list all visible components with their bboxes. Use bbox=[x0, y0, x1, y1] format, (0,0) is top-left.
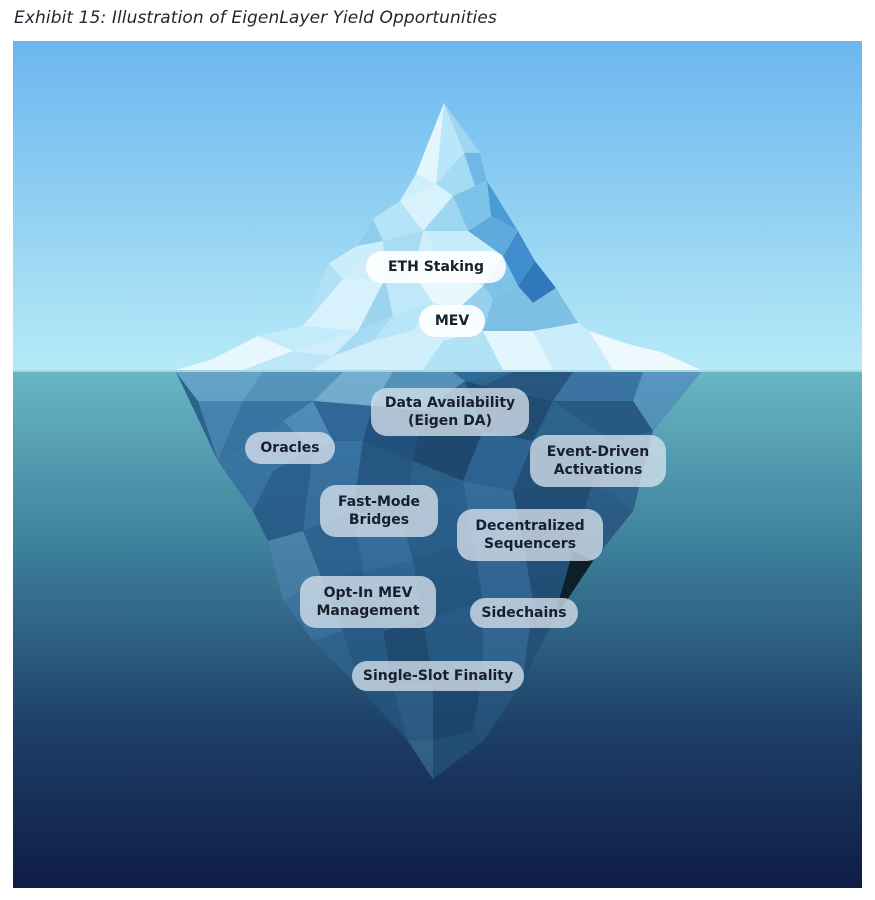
label-eth-staking: ETH Staking bbox=[366, 251, 506, 283]
iceberg-illustration: ETH Staking MEV Data Availability (Eigen… bbox=[13, 41, 862, 888]
label-text: Fast-Mode bbox=[337, 494, 421, 510]
label-text: MEV bbox=[434, 313, 470, 329]
label-text: Single-Slot Finality bbox=[362, 668, 514, 684]
label-single-slot-finality: Single-Slot Finality bbox=[352, 661, 524, 691]
label-text: Sequencers bbox=[483, 536, 577, 552]
label-text: Sidechains bbox=[481, 605, 567, 621]
label-text: Management bbox=[316, 603, 420, 619]
label-mev: MEV bbox=[419, 305, 485, 337]
label-opt-in-mev-management: Opt-In MEV Management bbox=[300, 576, 436, 628]
iceberg-svg bbox=[13, 41, 862, 888]
label-text: Decentralized bbox=[475, 518, 585, 534]
label-text: Bridges bbox=[348, 512, 410, 528]
label-text: Oracles bbox=[260, 440, 320, 456]
label-event-driven-activations: Event-Driven Activations bbox=[530, 435, 666, 487]
label-text: Activations bbox=[553, 462, 643, 478]
exhibit-title: Exhibit 15: Illustration of EigenLayer Y… bbox=[14, 8, 497, 28]
label-oracles: Oracles bbox=[245, 432, 335, 464]
label-text: Opt-In MEV bbox=[323, 585, 413, 601]
label-text: Event-Driven bbox=[546, 444, 650, 460]
label-text: Data Availability bbox=[384, 395, 516, 411]
label-fast-mode-bridges: Fast-Mode Bridges bbox=[320, 485, 438, 537]
label-sidechains: Sidechains bbox=[470, 598, 578, 628]
label-text: ETH Staking bbox=[387, 259, 485, 275]
label-text: (Eigen DA) bbox=[408, 413, 492, 429]
label-data-availability: Data Availability (Eigen DA) bbox=[371, 388, 529, 436]
label-decentralized-sequencers: Decentralized Sequencers bbox=[457, 509, 603, 561]
